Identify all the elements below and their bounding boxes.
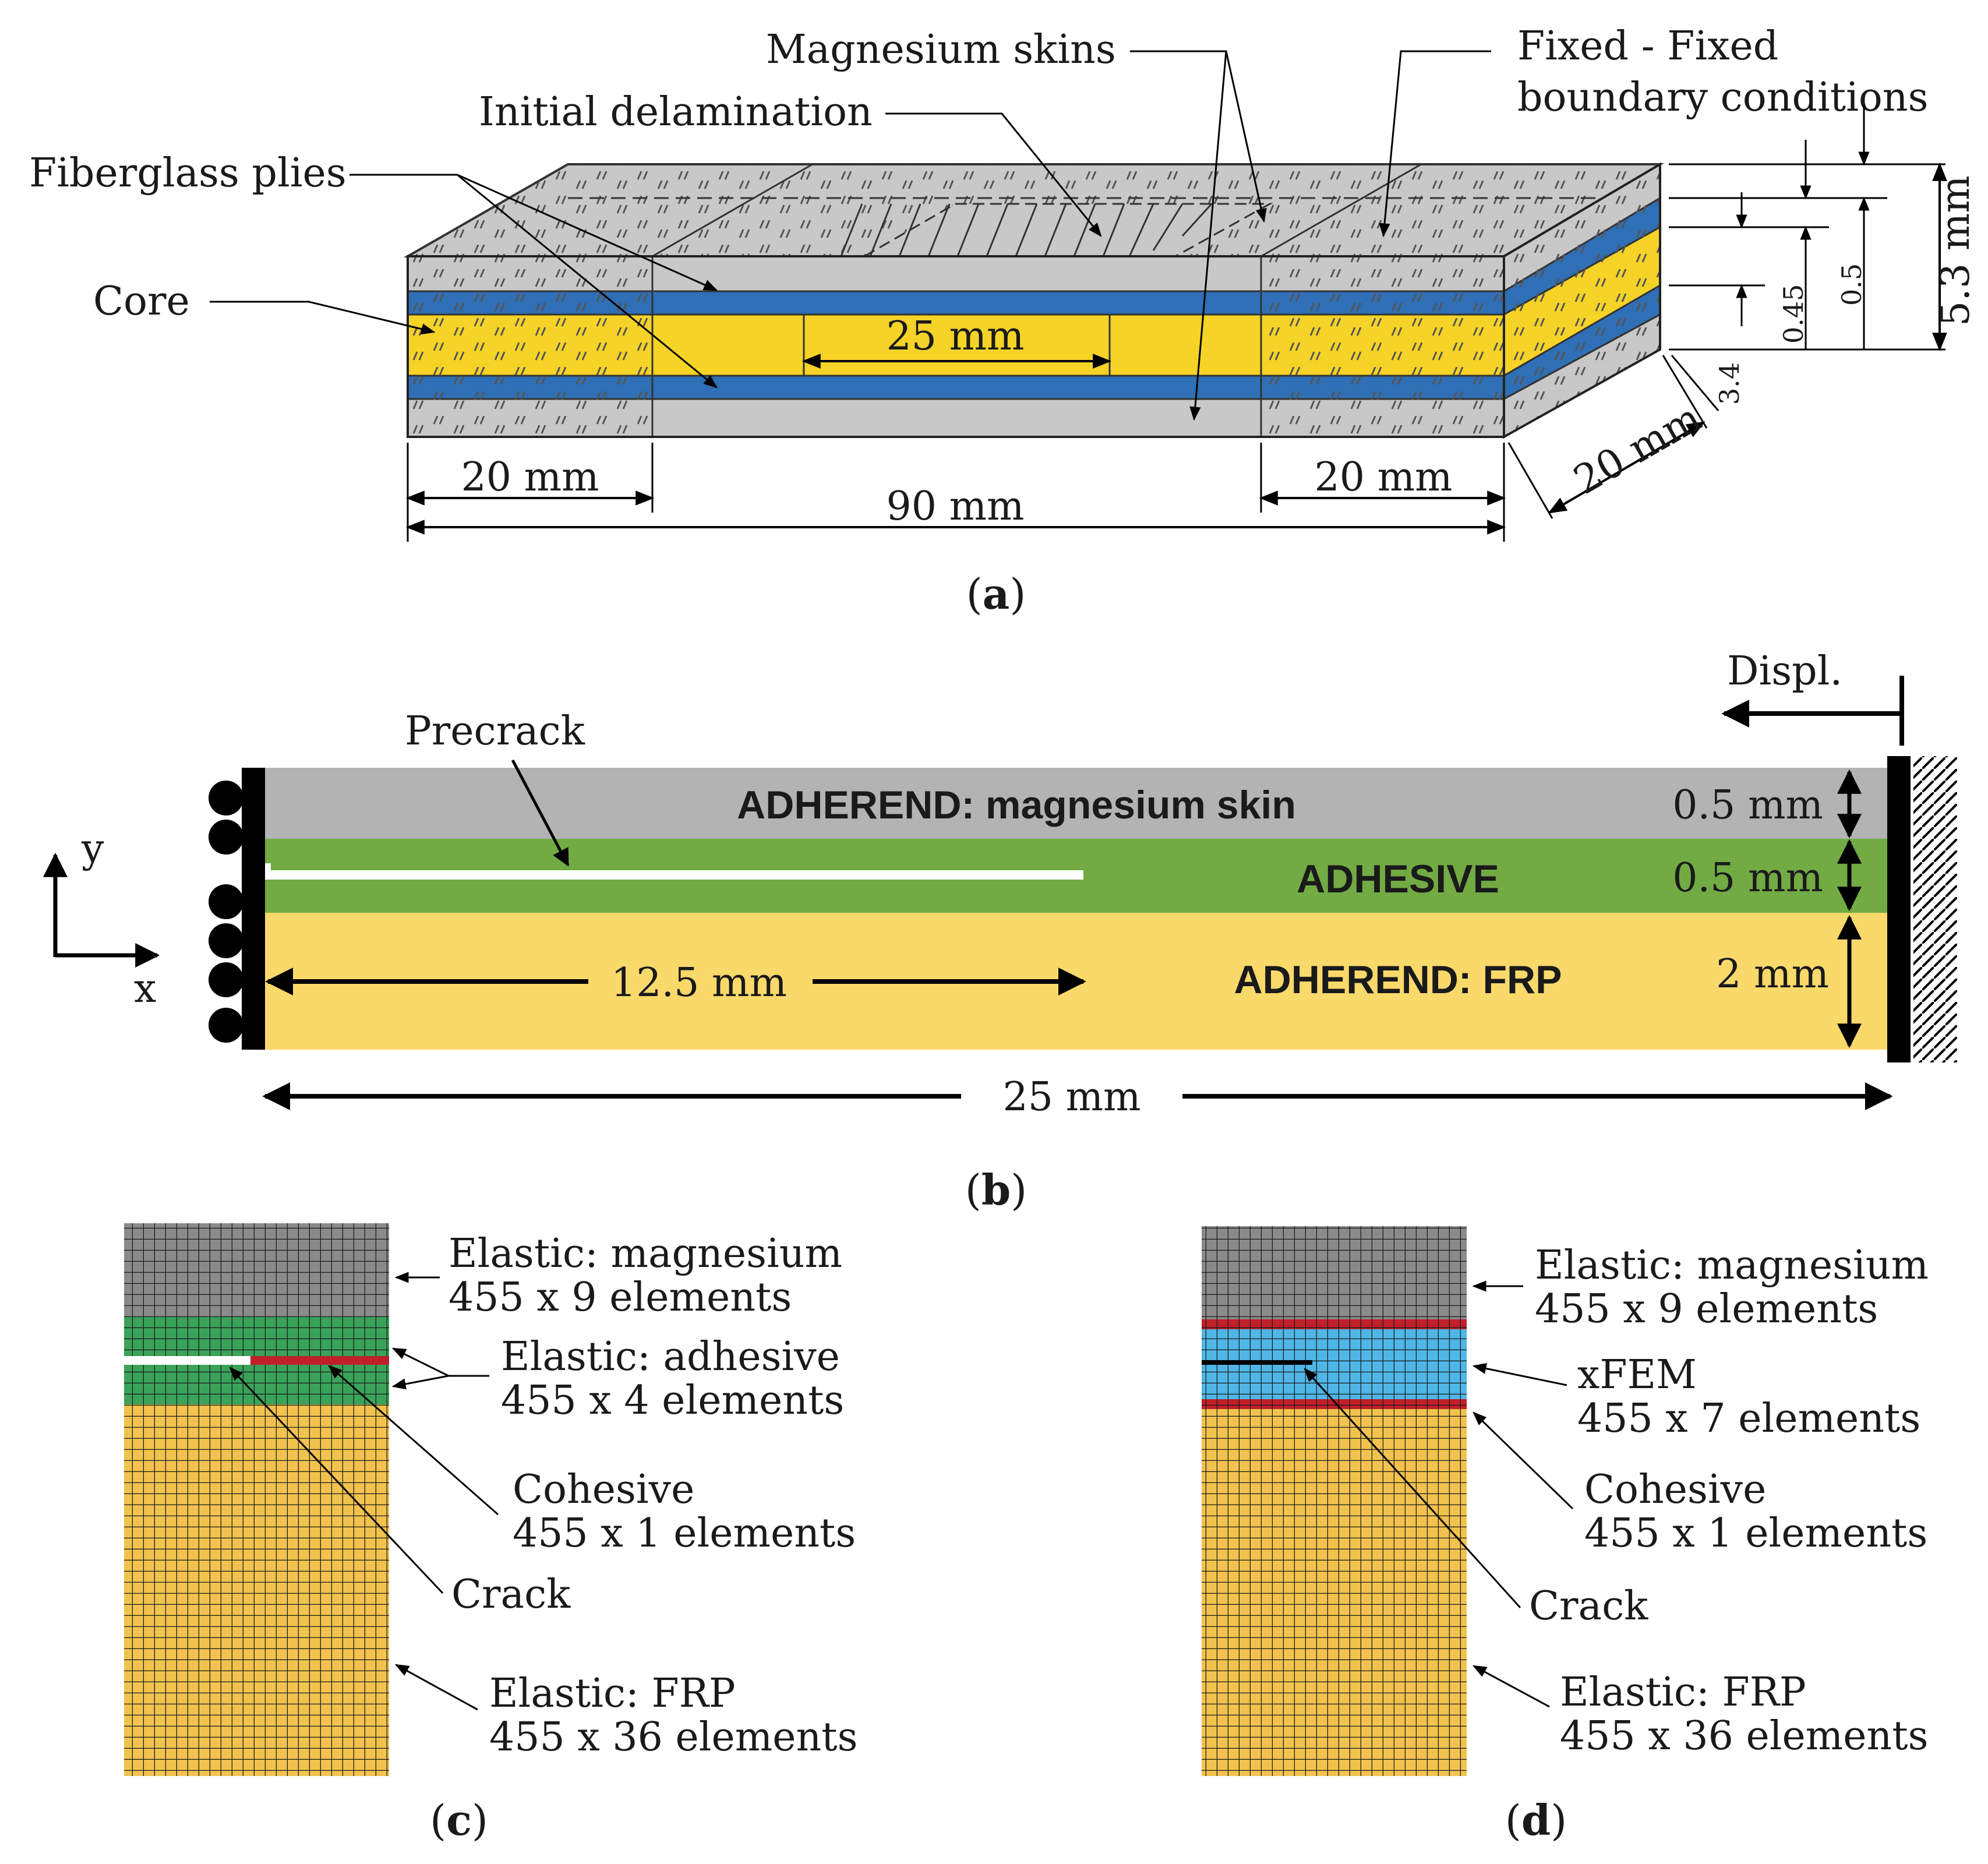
dim-ply-thickness: 0.45 <box>1778 284 1809 344</box>
label-adhesive: ADHESIVE <box>1297 857 1499 901</box>
caption-b: (b) <box>965 1165 1027 1215</box>
label-core: Core <box>93 278 190 324</box>
c-cohesive-line2: 455 x 1 elements <box>513 1510 856 1556</box>
c-crack-label: Crack <box>451 1572 571 1618</box>
panel-d: Elastic: magnesium 455 x 9 elements xFEM… <box>1202 1226 1929 1845</box>
label-fixed-line2: boundary conditions <box>1517 75 1928 121</box>
dim-skin-b: 0.5 mm <box>1672 782 1823 828</box>
d-frp-line2: 455 x 36 elements <box>1560 1713 1929 1759</box>
mesh-c-crack <box>124 1356 250 1365</box>
d-crack-label: Crack <box>1529 1583 1648 1629</box>
dim-total-length-b: 25 mm <box>1002 1074 1140 1120</box>
fixed-wall-hatch <box>1913 756 1957 1062</box>
d-xfem-line1: xFEM <box>1577 1352 1697 1398</box>
d-magnesium-line2: 455 x 9 elements <box>1535 1286 1878 1332</box>
label-fiberglass-plies: Fiberglass plies <box>29 150 347 196</box>
mesh-d-crack <box>1202 1360 1312 1365</box>
label-adherend-frp: ADHEREND: FRP <box>1234 958 1562 1002</box>
dim-skin-thickness: 0.5 <box>1836 263 1867 306</box>
label-fixed-line1: Fixed - Fixed <box>1517 23 1778 69</box>
d-cohesive-line2: 455 x 1 elements <box>1584 1510 1927 1556</box>
c-adhesive-line1: Elastic: adhesive <box>501 1334 840 1380</box>
dim-delamination-length: 25 mm <box>886 313 1024 359</box>
c-cohesive-line1: Cohesive <box>513 1467 694 1513</box>
c-adhesive-line2: 455 x 4 elements <box>501 1378 844 1424</box>
panel-b: Displ. Precrack ADHEREND: magnesium skin… <box>43 648 1957 1215</box>
dim-frp-b: 2 mm <box>1716 951 1829 997</box>
caption-a: (a) <box>966 569 1026 619</box>
right-support-plate <box>1887 756 1911 1062</box>
label-precrack: Precrack <box>405 708 585 754</box>
axis-x-label: x <box>134 966 156 1012</box>
dim-right-clamp: 20 mm <box>1314 454 1452 500</box>
left-support-plate <box>242 768 265 1050</box>
c-magnesium-line2: 455 x 9 elements <box>449 1275 792 1321</box>
d-magnesium-line1: Elastic: magnesium <box>1535 1242 1929 1288</box>
label-initial-delamination: Initial delamination <box>479 89 873 135</box>
caption-c: (c) <box>430 1795 488 1845</box>
panel-a: 25 mm Magnesium skins Initial delaminati… <box>29 23 1979 619</box>
roller-supports <box>209 781 243 1043</box>
label-adherend-skin: ADHEREND: magnesium skin <box>737 783 1296 827</box>
dim-crack-length: 12.5 mm <box>611 960 787 1006</box>
caption-d: (d) <box>1505 1795 1567 1845</box>
d-cohesive-line1: Cohesive <box>1584 1467 1766 1513</box>
label-displ: Displ. <box>1727 648 1842 694</box>
label-magnesium-skins: Magnesium skins <box>766 27 1116 73</box>
mesh-c-cohesive <box>250 1356 389 1365</box>
panel-c: Elastic: magnesium 455 x 9 elements Elas… <box>124 1223 858 1845</box>
d-frp-line1: Elastic: FRP <box>1560 1669 1806 1715</box>
c-magnesium-line1: Elastic: magnesium <box>449 1231 842 1277</box>
axis-y-label: y <box>81 826 104 872</box>
c-frp-line1: Elastic: FRP <box>489 1671 736 1717</box>
dim-core-thickness: 3.4 <box>1714 362 1745 405</box>
precrack-line <box>265 870 1083 880</box>
dim-width: 20 mm <box>1566 395 1709 504</box>
d-xfem-line2: 455 x 7 elements <box>1577 1396 1920 1442</box>
dim-total-thickness: 5.3 mm <box>1933 175 1979 326</box>
c-frp-line2: 455 x 36 elements <box>489 1714 858 1760</box>
dim-left-clamp: 20 mm <box>461 454 599 500</box>
dim-total-length: 90 mm <box>886 483 1024 529</box>
dim-adhesive-b: 0.5 mm <box>1672 855 1823 901</box>
